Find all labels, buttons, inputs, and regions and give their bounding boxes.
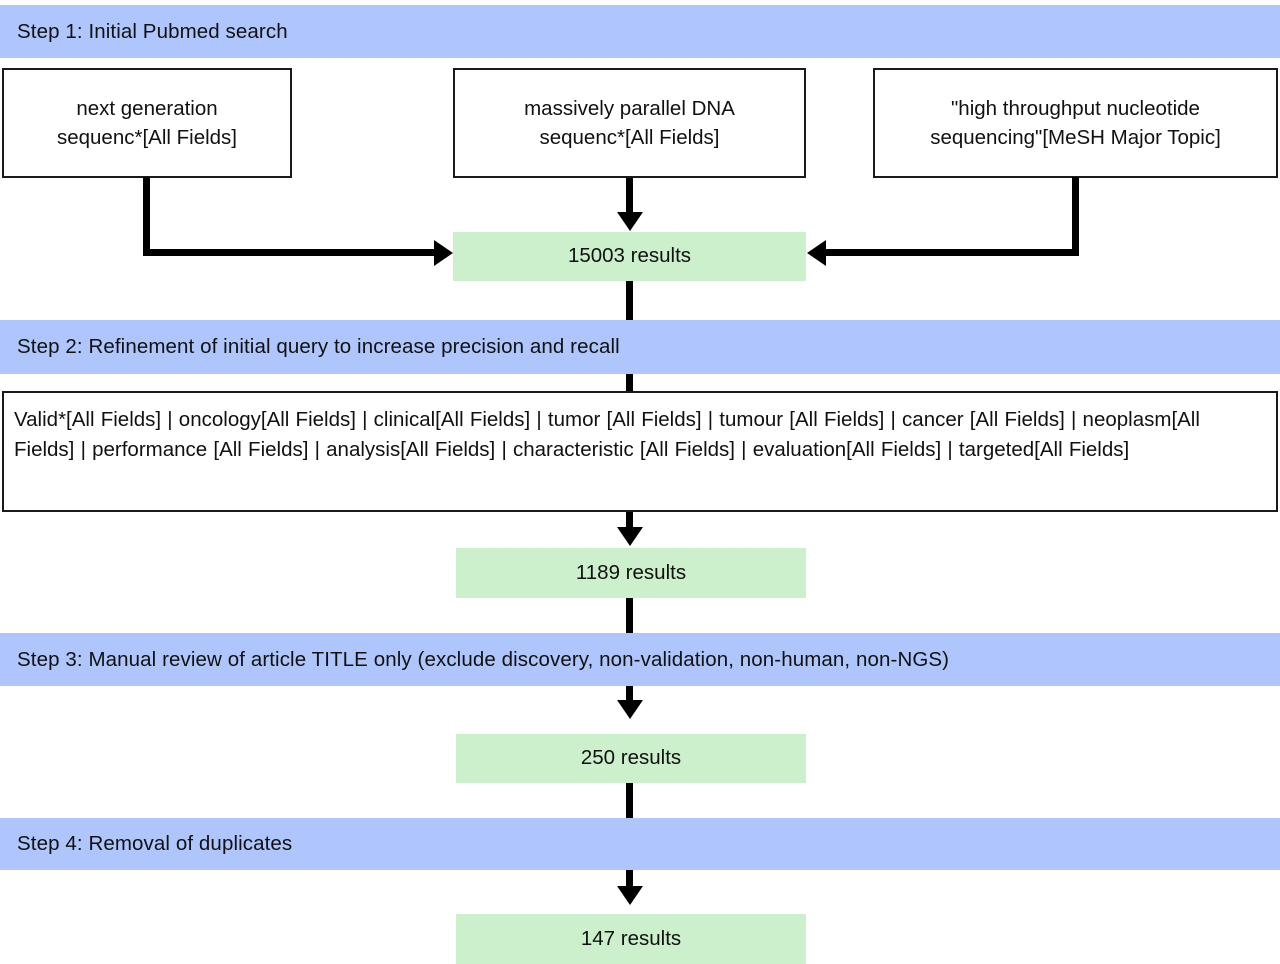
search-term-box-right: "high throughput nucleotide sequencing"[… [873, 68, 1278, 178]
connector-query-to-1189 [626, 512, 633, 529]
step-bar-3: Step 3: Manual review of article TITLE o… [0, 633, 1280, 686]
step-4-label: Step 4: Removal of duplicates [17, 832, 293, 856]
refined-query-box: Valid*[All Fields] | oncology[All Fields… [2, 391, 1278, 512]
step-3-label: Step 3: Manual review of article TITLE o… [17, 647, 950, 671]
connector-right-vertical [1072, 177, 1079, 255]
search-term-left-line1: next generation [76, 96, 218, 120]
result-box-1189: 1189 results [456, 548, 806, 598]
step-bar-4: Step 4: Removal of duplicates [0, 818, 1280, 870]
arrow-into-147 [616, 886, 643, 905]
result-box-15003: 15003 results [453, 232, 806, 281]
arrow-into-15003-from-center [616, 212, 643, 231]
step-bar-2: Step 2: Refinement of initial query to i… [0, 320, 1280, 374]
refined-query-text: Valid*[All Fields] | oncology[All Fields… [14, 408, 1200, 461]
arrow-into-250 [616, 700, 643, 719]
search-term-left-line2: sequenc*[All Fields] [56, 126, 238, 149]
result-box-250: 250 results [456, 734, 806, 783]
arrow-into-15003-from-right [807, 239, 826, 266]
arrow-into-1189 [616, 527, 643, 546]
result-15003-label: 15003 results [567, 244, 692, 268]
connector-center-vertical [626, 178, 633, 214]
connector-left-vertical [143, 177, 150, 255]
search-term-right-line2: sequencing"[MeSH Major Topic] [930, 126, 1221, 149]
search-term-center-line1: massively parallel DNA [524, 96, 735, 120]
result-box-147: 147 results [456, 914, 806, 964]
result-1189-label: 1189 results [575, 560, 687, 584]
result-147-label: 147 results [580, 926, 682, 950]
step-1-label: Step 1: Initial Pubmed search [17, 19, 288, 43]
step-bar-1: Step 1: Initial Pubmed search [0, 5, 1280, 58]
arrow-into-15003-from-left [434, 239, 453, 266]
search-term-box-left: next generation sequenc*[All Fields] [2, 68, 292, 178]
connector-right-horizontal [826, 249, 1079, 256]
connector-left-horizontal [143, 249, 438, 256]
step-2-label: Step 2: Refinement of initial query to i… [17, 335, 620, 359]
search-term-box-center: massively parallel DNA sequenc*[All Fiel… [453, 68, 806, 178]
result-250-label: 250 results [580, 746, 682, 770]
search-term-right-line1: "high throughput nucleotide [951, 96, 1200, 120]
search-term-center-line2: sequenc*[All Fields] [539, 126, 720, 149]
